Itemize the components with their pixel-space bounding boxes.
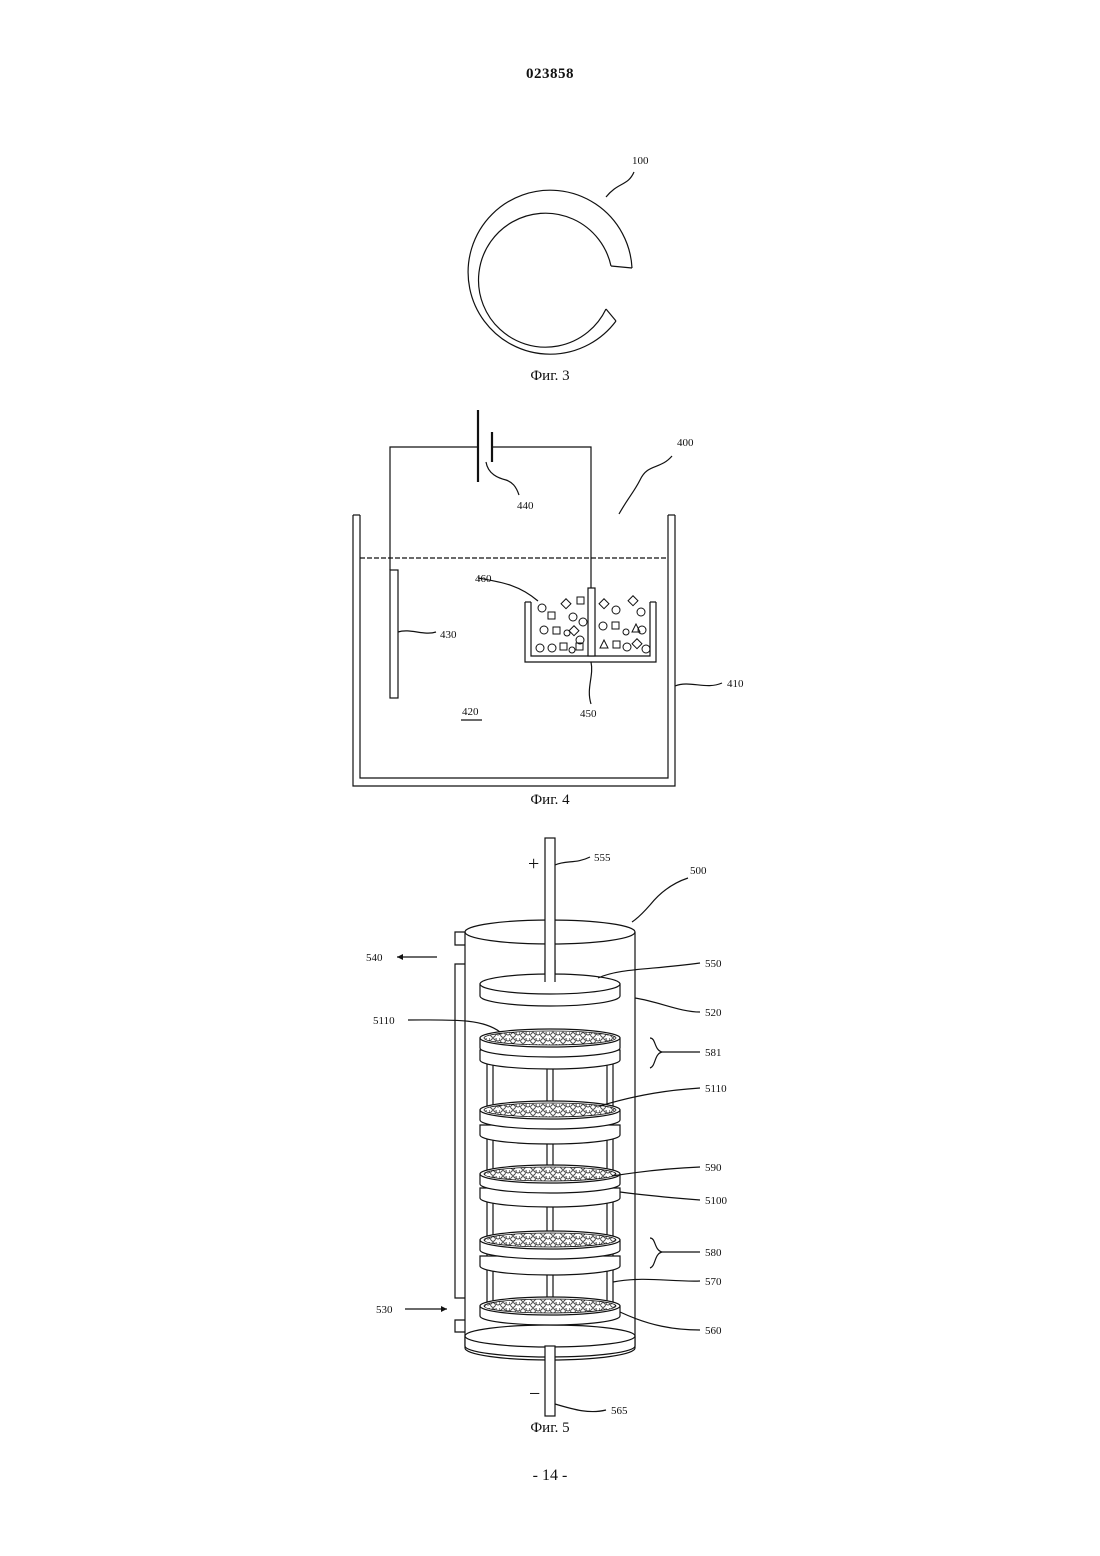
ports-540-530 [455,932,465,1332]
document-number: 023858 [0,66,1100,83]
electrode-430 [390,570,398,698]
label-555: 555 [594,852,611,864]
plus-sign: + [528,853,539,875]
label-430: 430 [440,629,457,641]
tray-560 [480,1297,620,1325]
tray-581 [480,1029,620,1069]
label-560: 560 [705,1325,722,1337]
label-520: 520 [705,1007,722,1019]
label-440: 440 [517,500,534,512]
label-500: 500 [690,865,707,877]
figure-5-caption: Фиг. 5 [0,1420,1100,1437]
figure-5-drawing: + − 555 500 540 550 520 5110 581 5110 59… [0,830,1100,1422]
label-5110-right: 5110 [705,1083,727,1095]
label-420: 420 [462,706,479,718]
top-terminal-555 [545,838,555,978]
tray-590 [480,1165,620,1207]
label-5110-left: 5110 [373,1015,395,1027]
figure-4-leader-lines [398,456,722,720]
label-460: 460 [475,573,492,585]
top-plate-550 [480,960,620,1006]
figure-3-caption: Фиг. 3 [0,368,1100,385]
label-550: 550 [705,958,722,970]
page-number: - 14 - [0,1467,1100,1485]
label-400: 400 [677,437,694,449]
label-570: 570 [705,1276,722,1288]
figure-4-caption: Фиг. 4 [0,792,1100,809]
label-450: 450 [580,708,597,720]
label-581: 581 [705,1047,722,1059]
label-530: 530 [376,1304,393,1316]
label-590: 590 [705,1162,722,1174]
leader-line-100 [606,172,634,197]
label-100: 100 [632,155,649,167]
tray-580 [480,1231,620,1275]
label-5100: 5100 [705,1195,728,1207]
bottom-terminal-565 [545,1346,555,1416]
circuit-wiring [390,410,591,588]
figure-4-drawing: 400 440 460 430 420 450 410 [0,400,1100,795]
figure-3-drawing: 100 [0,140,1100,370]
label-410: 410 [727,678,744,690]
label-565: 565 [611,1405,628,1417]
c-ring-shape [468,190,632,354]
label-540: 540 [366,952,383,964]
label-580: 580 [705,1247,722,1259]
tray-5110 [480,1101,620,1144]
minus-sign: − [529,1383,540,1405]
